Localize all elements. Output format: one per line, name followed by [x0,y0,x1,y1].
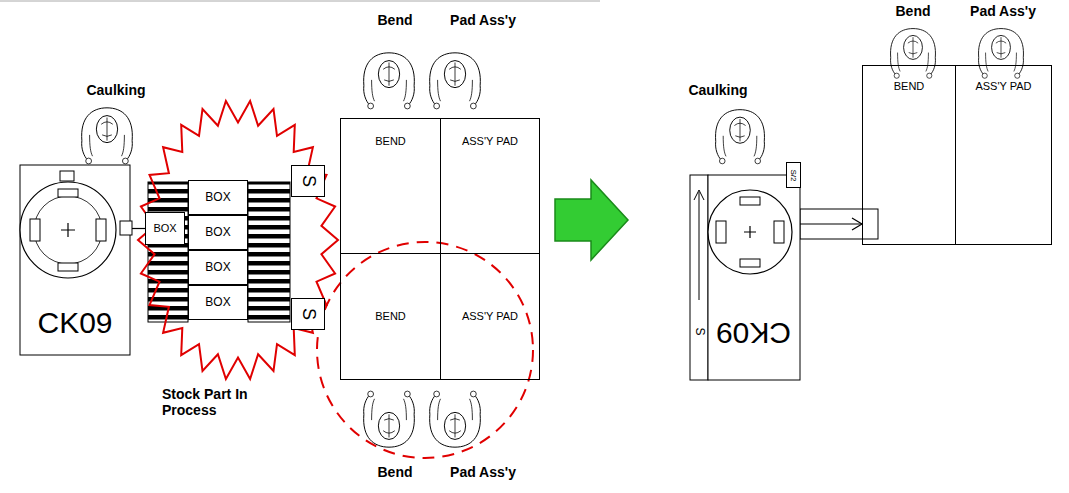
node-label: ASS'Y PAD [462,135,518,147]
machine-part [60,171,74,181]
node-label: CK09 [716,317,791,350]
station-label: Caulking [86,82,145,98]
operator-figure [364,391,415,447]
operator-figure [364,53,415,109]
operator-figure [891,29,936,79]
conveyor-strip [148,182,188,322]
node-label: ASS'Y PAD [462,310,518,322]
node-label: BEND [375,310,406,322]
top-rule [0,1,600,2]
stock-box: BOX [188,250,248,285]
supply-box: S [291,165,325,197]
rotary-table [20,182,116,278]
node-label: S [692,328,705,336]
workstation-cell: BEND [340,253,441,380]
supply-box: S/2 [786,162,801,188]
machine-box: CK09 [20,165,130,355]
node-label: BOX [205,226,230,239]
node-label: BOX [205,296,230,309]
station-label: Caulking [688,82,747,98]
node-label: S/2 [789,169,798,181]
jig [58,263,78,271]
workstation-cell: BEND [862,65,956,245]
supply-box: S [291,298,325,330]
station-label: Bend [896,3,931,19]
machine-body [20,165,130,355]
stock-box: BOX [188,285,248,320]
node-label: BOX [205,261,230,274]
rotary-ring [34,196,102,264]
station-label: Pad Ass'y [970,3,1036,19]
station-label: Bend [378,12,413,28]
highlight-circle [317,242,533,458]
machine-body [708,175,800,380]
starburst-outline [138,101,338,379]
workstation-cell: ASS'Y PAD [955,65,1052,245]
jig [30,219,40,241]
node-label: S [298,175,318,187]
operator-figure [82,108,133,164]
center-mark [744,226,756,238]
flow-arrow [699,192,700,300]
node-label: BOX [153,222,176,234]
station-label: Pad Ass'y [450,464,516,480]
station-label: Pad Ass'y [450,12,516,28]
feed-label-box: S [690,310,708,354]
station-label: Bend [378,464,413,480]
chute [120,221,132,235]
operator-figure [716,110,765,164]
jig [58,189,78,197]
jig [96,219,106,241]
node-label: CK09 [37,306,112,339]
transition-arrow [555,180,628,260]
node-label: BEND [894,80,925,92]
jig [774,221,784,243]
conveyor-box [800,209,878,239]
connector-line [800,223,862,224]
jig [740,197,760,205]
flow-arrow-head [694,190,704,200]
stock-box: BOX [188,215,248,250]
workstation-cell: ASS'Y PAD [440,253,540,380]
conveyor-strip [248,182,290,322]
node-label: ASS'Y PAD [975,80,1031,92]
operator-figure [430,53,481,109]
node-label: S [298,308,318,320]
jig [740,259,760,267]
arrow-head [852,218,862,230]
jig [716,221,726,243]
node-label: BEND [375,135,406,147]
workstation-cell: ASS'Y PAD [440,118,540,254]
connector [800,209,878,239]
feed-bar [690,175,708,380]
node-label: BOX [205,191,230,204]
operator-figure [430,391,481,447]
operator-figure [979,29,1024,79]
machine-box: CK09 [708,175,800,380]
rotary-table [708,190,792,274]
stock-starburst [138,101,338,379]
center-mark [61,223,75,237]
stock-box: BOX [145,212,185,245]
stock-box: BOX [188,180,248,215]
workstation-cell: BEND [340,118,441,254]
station-label: Stock Part In Process [162,386,250,418]
